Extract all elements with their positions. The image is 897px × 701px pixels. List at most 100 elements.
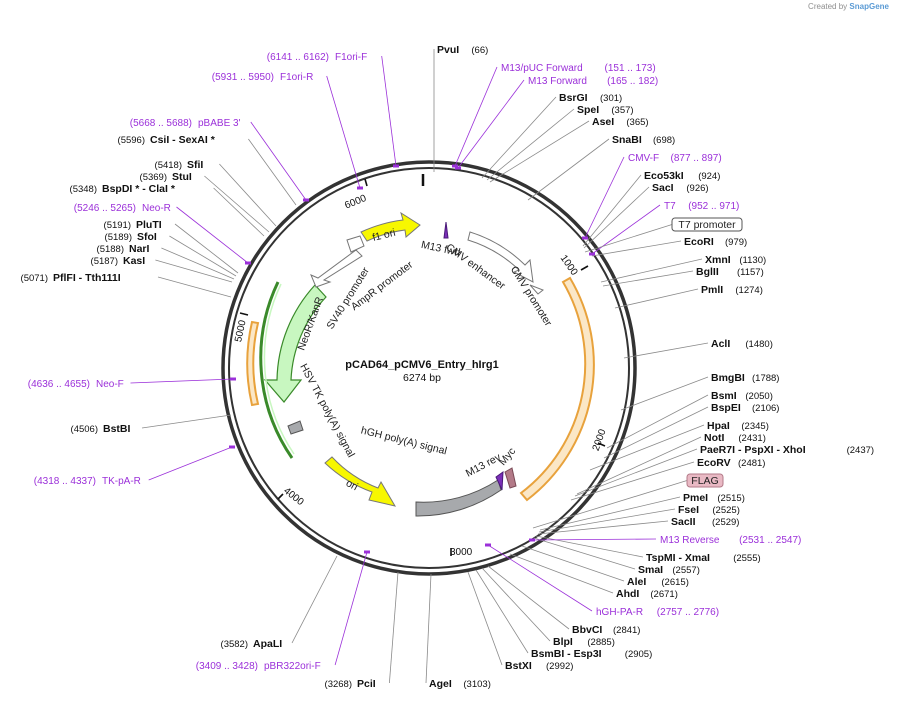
feature-label-myc: Myc [497, 445, 519, 467]
feature-hgh-polya [415, 479, 502, 517]
enzyme-pos-sacii: (2529) [712, 517, 739, 528]
enzyme-label-pcii: PciI [357, 678, 376, 690]
enzyme-pos-noti: (2431) [738, 433, 765, 444]
primer-label-f1ori-r: F1ori-R [280, 72, 313, 83]
primer-label-neo-f: Neo-F [96, 379, 124, 390]
enzyme-label-xmni: XmnI [705, 254, 731, 266]
boxed-feature-flag [686, 473, 724, 488]
primer-range-pbabe-3: (5668 .. 5688) [130, 118, 192, 129]
feature-label-hsv-tk: HSV TK poly(A) signal [297, 362, 357, 460]
feature-m13fwd [443, 221, 449, 239]
enzyme-label-kasi: KasI [123, 255, 145, 267]
enzyme-pos-pmei: (2515) [717, 493, 744, 504]
tick-label-5000: 5000 [233, 319, 248, 343]
enzyme-pos-bmgbi: (1788) [752, 373, 779, 384]
backbone-outer [221, 160, 637, 576]
enzyme-label-bstbi: BstBI [103, 423, 131, 435]
enzyme-pos-ecori: (979) [725, 237, 747, 248]
enzyme-label-ahdi: AhdI [616, 588, 639, 600]
enzyme-label-pvui: PvuI [437, 44, 459, 56]
feature-sv40-arrow [310, 249, 363, 288]
enzyme-pos-pcii: (3268) [325, 679, 352, 690]
enzyme-label-pluti: PluTI [136, 219, 162, 231]
boxed-feature-label-flag: FLAG [691, 475, 718, 487]
site-labels: PvuI(66)BsrGI(301)SpeI(357)AseI(365)SnaB… [21, 44, 875, 690]
enzyme-pos-bspdi-clai: (5348) [70, 184, 97, 195]
enzyme-label-bglii: BglII [696, 266, 719, 278]
primer-label-tk-pa-r: TK-pA-R [102, 476, 141, 487]
enzyme-label-asei: AseI [592, 116, 614, 128]
feature-ampr-arrow [346, 235, 365, 253]
tick-label-2000: 2000 [591, 427, 609, 452]
enzyme-pos-ecorv: (2481) [738, 458, 765, 469]
primer-label-t7: T7 [664, 201, 676, 212]
enzyme-pos-spei: (357) [611, 105, 633, 116]
enzyme-pos-nari: (5188) [97, 244, 124, 255]
enzyme-pos-pluti: (5191) [104, 220, 131, 231]
enzyme-pos-csii-sexai: (5596) [118, 135, 145, 146]
enzyme-label-stui: StuI [172, 171, 192, 183]
enzyme-pos-bstbi: (4506) [71, 424, 98, 435]
feature-cmv-enhancer-arrow [467, 231, 534, 283]
enzyme-label-pmei: PmeI [683, 492, 708, 504]
enzyme-label-tspmi-xmai: TspMI - XmaI [646, 552, 710, 564]
enzyme-label-blpi: BlpI [553, 636, 573, 648]
primer-label-m13-reverse: M13 Reverse [660, 535, 720, 546]
enzyme-label-sfii: SfiI [187, 159, 203, 171]
enzyme-label-hpai: HpaI [707, 420, 730, 432]
enzyme-pos-hpai: (2345) [741, 421, 768, 432]
primer-range-tk-pa-r: (4318 .. 4337) [34, 476, 96, 487]
enzyme-label-fsei: FseI [678, 504, 699, 516]
enzyme-label-csii-sexai: CsiI - SexAI * [150, 134, 216, 146]
leader-lines [130, 49, 709, 684]
enzyme-pos-ahdi: (2671) [650, 589, 677, 600]
feature-f1ori-arrow [360, 211, 421, 242]
tick-label-4000: 4000 [281, 486, 306, 509]
snapgene-logo: SnapGene [849, 2, 889, 11]
enzyme-label-pflfi-tth111i: PflFI - Tth111I [53, 272, 121, 284]
enzyme-label-ecorv: EcoRV [697, 457, 731, 469]
primer-label-m13-puc-forward: M13/pUC Forward [501, 63, 583, 74]
enzyme-pos-saci: (926) [686, 183, 708, 194]
enzyme-pos-acli: (1480) [745, 339, 772, 350]
boxed-feature-t7-promoter [671, 217, 743, 232]
enzyme-pos-bstxi: (2992) [546, 661, 573, 672]
neor-annotation-arc-inner [263, 283, 295, 455]
primer-label-f1ori-f: F1ori-F [335, 52, 367, 63]
plasmid-name: pCAD64_pCMV6_Entry_hIrg1 [345, 359, 498, 371]
orf-arc-right [519, 276, 595, 502]
enzyme-label-alei: AleI [627, 576, 646, 588]
enzyme-pos-apali: (3582) [221, 639, 248, 650]
enzyme-label-nari: NarI [129, 243, 150, 255]
primer-range-pbr322ori-f: (3409 .. 3428) [196, 661, 258, 672]
primer-range-m13-puc-forward: (151 .. 173) [605, 63, 656, 74]
enzyme-pos-tspmi-xmai: (2555) [733, 553, 760, 564]
enzyme-pos-smai: (2557) [672, 565, 699, 576]
primer-range-neo-r: (5246 .. 5265) [74, 203, 136, 214]
primer-label-pbr322ori-f: pBR322ori-F [264, 661, 321, 672]
enzyme-pos-asei: (365) [626, 117, 648, 128]
primer-label-m13-forward: M13 Forward [528, 76, 587, 87]
enzyme-label-eco53ki: Eco53kI [644, 170, 684, 182]
feature-cmv-promoter-arrow [529, 284, 544, 295]
enzyme-label-bsmi: BsmI [711, 390, 737, 402]
primer-label-hgh-pa-r: hGH-PA-R [596, 607, 643, 618]
enzyme-label-acli: AclI [711, 338, 730, 350]
enzyme-label-bsmbi-esp3i: BsmBI - Esp3I [531, 648, 602, 660]
tick-label-1000: 1000 [558, 253, 580, 278]
enzyme-label-spei: SpeI [577, 104, 599, 116]
snapgene-credit: Created by SnapGene [808, 2, 889, 11]
enzyme-label-bspei: BspEI [711, 402, 741, 414]
plasmid-size: 6274 bp [403, 372, 441, 384]
neor-annotation-arc [259, 281, 294, 459]
primer-label-neo-r: Neo-R [142, 203, 171, 214]
enzyme-pos-agei: (3103) [463, 679, 490, 690]
feature-label-f1ori: f1 ori [371, 227, 397, 244]
enzyme-pos-sfoi: (5189) [105, 232, 132, 243]
primer-label-pbabe-3: pBABE 3' [198, 118, 241, 129]
enzyme-label-sfoi: SfoI [137, 231, 157, 243]
enzyme-pos-pmli: (1274) [735, 285, 762, 296]
enzyme-label-bsrgi: BsrGI [559, 92, 588, 104]
